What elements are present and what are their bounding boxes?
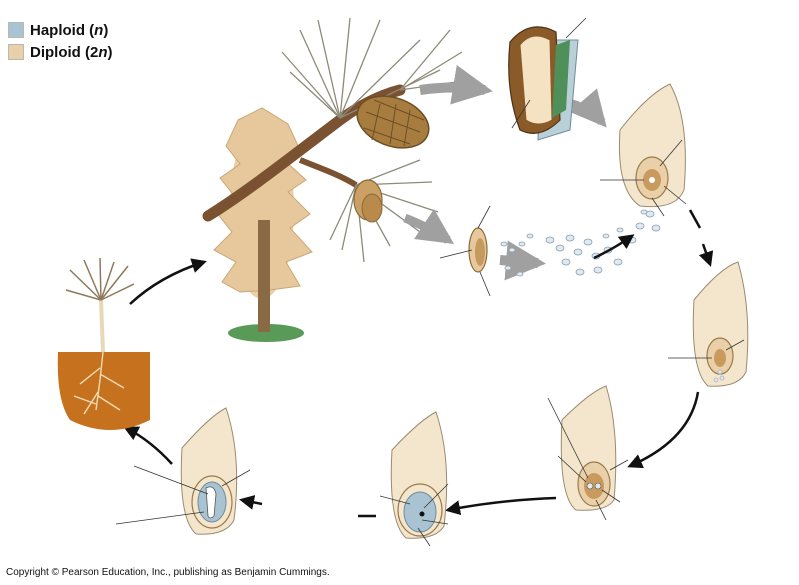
black-arrow-pollination <box>593 234 635 260</box>
black-arrow-seed-to-seedling <box>123 426 173 465</box>
haploid-label: Haploid (n) <box>30 21 109 39</box>
gray-arrow-to-pollen <box>499 240 546 281</box>
haploid-swatch <box>8 22 24 38</box>
legend-item-diploid: Diploid (2n) <box>8 42 113 62</box>
soil <box>57 352 150 430</box>
grass-patch <box>228 324 304 342</box>
seed-embryo-icon <box>115 407 251 535</box>
black-arrow-dash-1 <box>688 209 702 229</box>
diploid-swatch <box>8 44 24 60</box>
gray-arrow-to-sporangium <box>403 209 454 244</box>
copyright-notice: Copyright © Pearson Education, Inc., pub… <box>6 567 330 578</box>
black-arrow-dash-4 <box>239 494 263 510</box>
ovule-stage-1-icon <box>600 83 687 217</box>
tree-trunk <box>258 220 270 332</box>
legend-item-haploid: Haploid (n) <box>8 20 113 40</box>
pine-tree-icon <box>213 107 313 342</box>
gray-arrow-to-cone-scale <box>419 65 493 105</box>
seedling-icon <box>57 257 150 430</box>
ovulate-scale-icon <box>508 17 587 141</box>
black-arrow-seedling-to-tree <box>129 258 207 305</box>
legend: Haploid (n) Diploid (2n) <box>8 20 113 64</box>
black-arrow-dash-2 <box>698 243 714 267</box>
microsporangium-icon <box>439 205 491 297</box>
black-arrow-stage-3-to-4 <box>445 496 557 516</box>
ovule-stage-2-icon <box>668 261 749 387</box>
ovule-stage-3-icon <box>547 385 629 521</box>
black-arrow-stage-2-to-3 <box>627 391 700 469</box>
diploid-label: Diploid (2n) <box>30 43 113 61</box>
ovule-stage-4-icon <box>379 411 449 547</box>
